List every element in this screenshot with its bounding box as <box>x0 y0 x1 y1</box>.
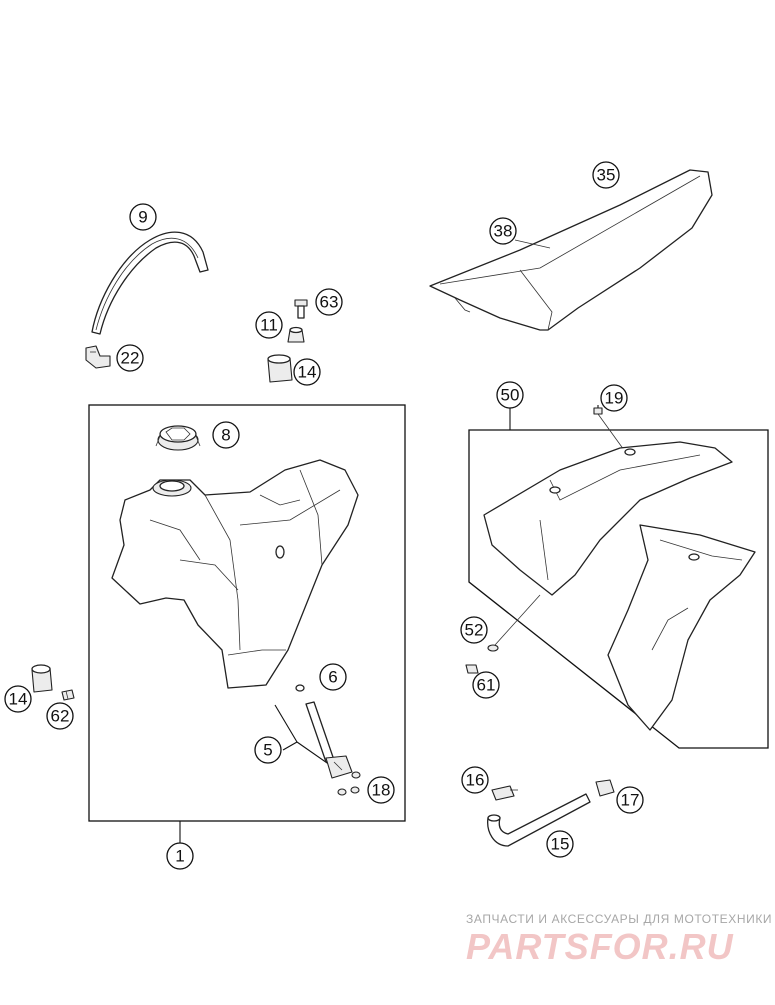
spoiler-group-frame <box>468 429 769 749</box>
svg-text:5: 5 <box>263 741 272 760</box>
svg-text:8: 8 <box>221 426 230 445</box>
callout-19: 19 <box>600 384 628 412</box>
svg-text:35: 35 <box>597 166 616 185</box>
callout-63: 63 <box>315 288 343 316</box>
svg-text:38: 38 <box>494 222 513 241</box>
fuel-tank-part-1 <box>111 459 359 689</box>
svg-text:18: 18 <box>372 781 391 800</box>
svg-text:1: 1 <box>175 847 184 866</box>
nut-part-61 <box>465 664 479 674</box>
callout-6: 6 <box>319 663 347 691</box>
svg-text:63: 63 <box>320 293 339 312</box>
callout-8: 8 <box>212 421 240 449</box>
callout-18: 18 <box>367 776 395 804</box>
screws-part-18 <box>337 771 361 796</box>
elbow-fitting-part-22 <box>85 345 111 369</box>
callout-17: 17 <box>616 786 644 814</box>
callout-15: 15 <box>546 830 574 858</box>
callout-11: 11 <box>255 311 283 339</box>
hose-part-9 <box>91 231 209 335</box>
callout-14-top: 14 <box>293 358 321 386</box>
callout-52: 52 <box>460 616 488 644</box>
callout-50: 50 <box>496 381 524 409</box>
svg-text:14: 14 <box>9 690 28 709</box>
callout-22: 22 <box>116 344 144 372</box>
fuel-tap-part-5 <box>305 701 353 779</box>
tank-group-frame <box>88 404 406 822</box>
bolt-part-63 <box>294 299 308 319</box>
bolt-part-19 <box>593 407 625 451</box>
svg-text:14: 14 <box>298 363 317 382</box>
clamp-part-17 <box>595 779 615 797</box>
side-cover-left-part-50 <box>483 441 733 596</box>
svg-text:15: 15 <box>551 835 570 854</box>
rubber-bushing-part-14-left <box>31 664 53 693</box>
callout-9: 9 <box>129 203 157 231</box>
o-ring-part-6 <box>295 684 305 692</box>
callout-62: 62 <box>46 702 74 730</box>
svg-text:62: 62 <box>51 707 70 726</box>
svg-text:61: 61 <box>477 676 496 695</box>
seat-part-35 <box>429 169 713 331</box>
collar-part-11 <box>287 326 305 343</box>
svg-text:11: 11 <box>260 316 278 335</box>
fuel-cap-part-8 <box>155 425 201 451</box>
svg-text:9: 9 <box>138 208 147 227</box>
svg-text:52: 52 <box>465 621 484 640</box>
callout-5: 5 <box>254 736 282 764</box>
watermark-tagline: ЗАПЧАСТИ И АКСЕССУАРЫ ДЛЯ МОТОТЕХНИКИ <box>466 912 773 926</box>
side-cover-right-part-50 <box>607 524 756 731</box>
svg-text:22: 22 <box>121 349 140 368</box>
clamp-part-16 <box>491 785 518 801</box>
callout-14-left: 14 <box>4 685 32 713</box>
bolt-part-62 <box>61 689 75 701</box>
svg-text:50: 50 <box>501 386 520 405</box>
callout-1: 1 <box>166 842 194 870</box>
washer-part-52 <box>487 594 541 652</box>
svg-text:6: 6 <box>328 668 337 687</box>
svg-text:17: 17 <box>621 791 640 810</box>
callout-35: 35 <box>592 161 620 189</box>
callout-38: 38 <box>489 217 517 245</box>
hose-part-15 <box>487 793 591 847</box>
svg-text:19: 19 <box>605 389 624 408</box>
callout-61: 61 <box>472 671 500 699</box>
watermark-logo: PARTSFOR.RU <box>466 926 734 967</box>
callout-16: 16 <box>461 766 489 794</box>
svg-text:16: 16 <box>466 771 485 790</box>
rubber-bushing-part-14-top <box>267 354 293 383</box>
